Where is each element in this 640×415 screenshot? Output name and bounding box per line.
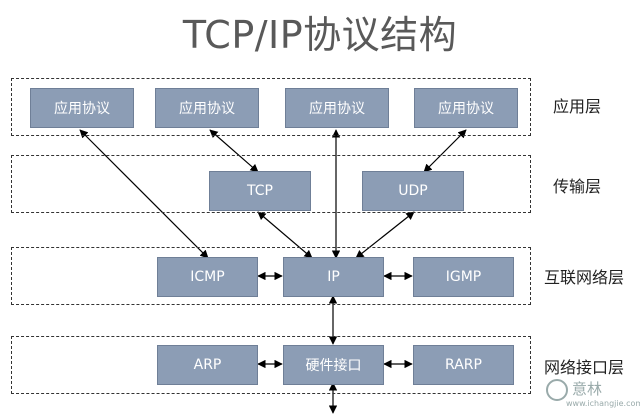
page-title: TCP/IP协议结构 <box>182 13 458 57</box>
arrow-udp-ip <box>355 211 415 259</box>
internet-layer-label: 互联网络层 <box>544 268 625 287</box>
internet-layer <box>11 247 531 305</box>
arrow-tcp-ip <box>257 211 313 259</box>
icmp-box: ICMP <box>157 257 258 297</box>
watermark-url: www.ichangjie.com <box>566 399 640 408</box>
transport-layer-label: 传输层 <box>553 177 602 196</box>
application-layer <box>11 78 531 136</box>
link-layer <box>11 336 531 394</box>
arrow-app4-udp <box>423 129 467 173</box>
transport-layer <box>11 155 531 213</box>
app-protocol-box-3: 应用协议 <box>285 88 389 128</box>
arrow-app2-tcp <box>209 129 259 173</box>
udp-box: UDP <box>362 171 464 211</box>
arrow-app1-ip <box>79 129 209 259</box>
watermark-logo-icon <box>546 379 568 401</box>
watermark: 意林 www.ichangjie.com <box>546 377 640 411</box>
app-protocol-box-4: 应用协议 <box>414 88 518 128</box>
hardware-interface-box: 硬件接口 <box>283 345 384 385</box>
igmp-box: IGMP <box>413 257 514 297</box>
app-protocol-box-2: 应用协议 <box>155 88 259 128</box>
application-layer-label: 应用层 <box>553 97 602 116</box>
arp-box: ARP <box>157 345 258 385</box>
tcp-box: TCP <box>209 171 311 211</box>
ip-box: IP <box>283 257 384 297</box>
rarp-box: RARP <box>413 345 514 385</box>
link-layer-label: 网络接口层 <box>544 358 625 377</box>
app-protocol-box-1: 应用协议 <box>30 88 134 128</box>
watermark-text: 意林 <box>572 380 603 398</box>
